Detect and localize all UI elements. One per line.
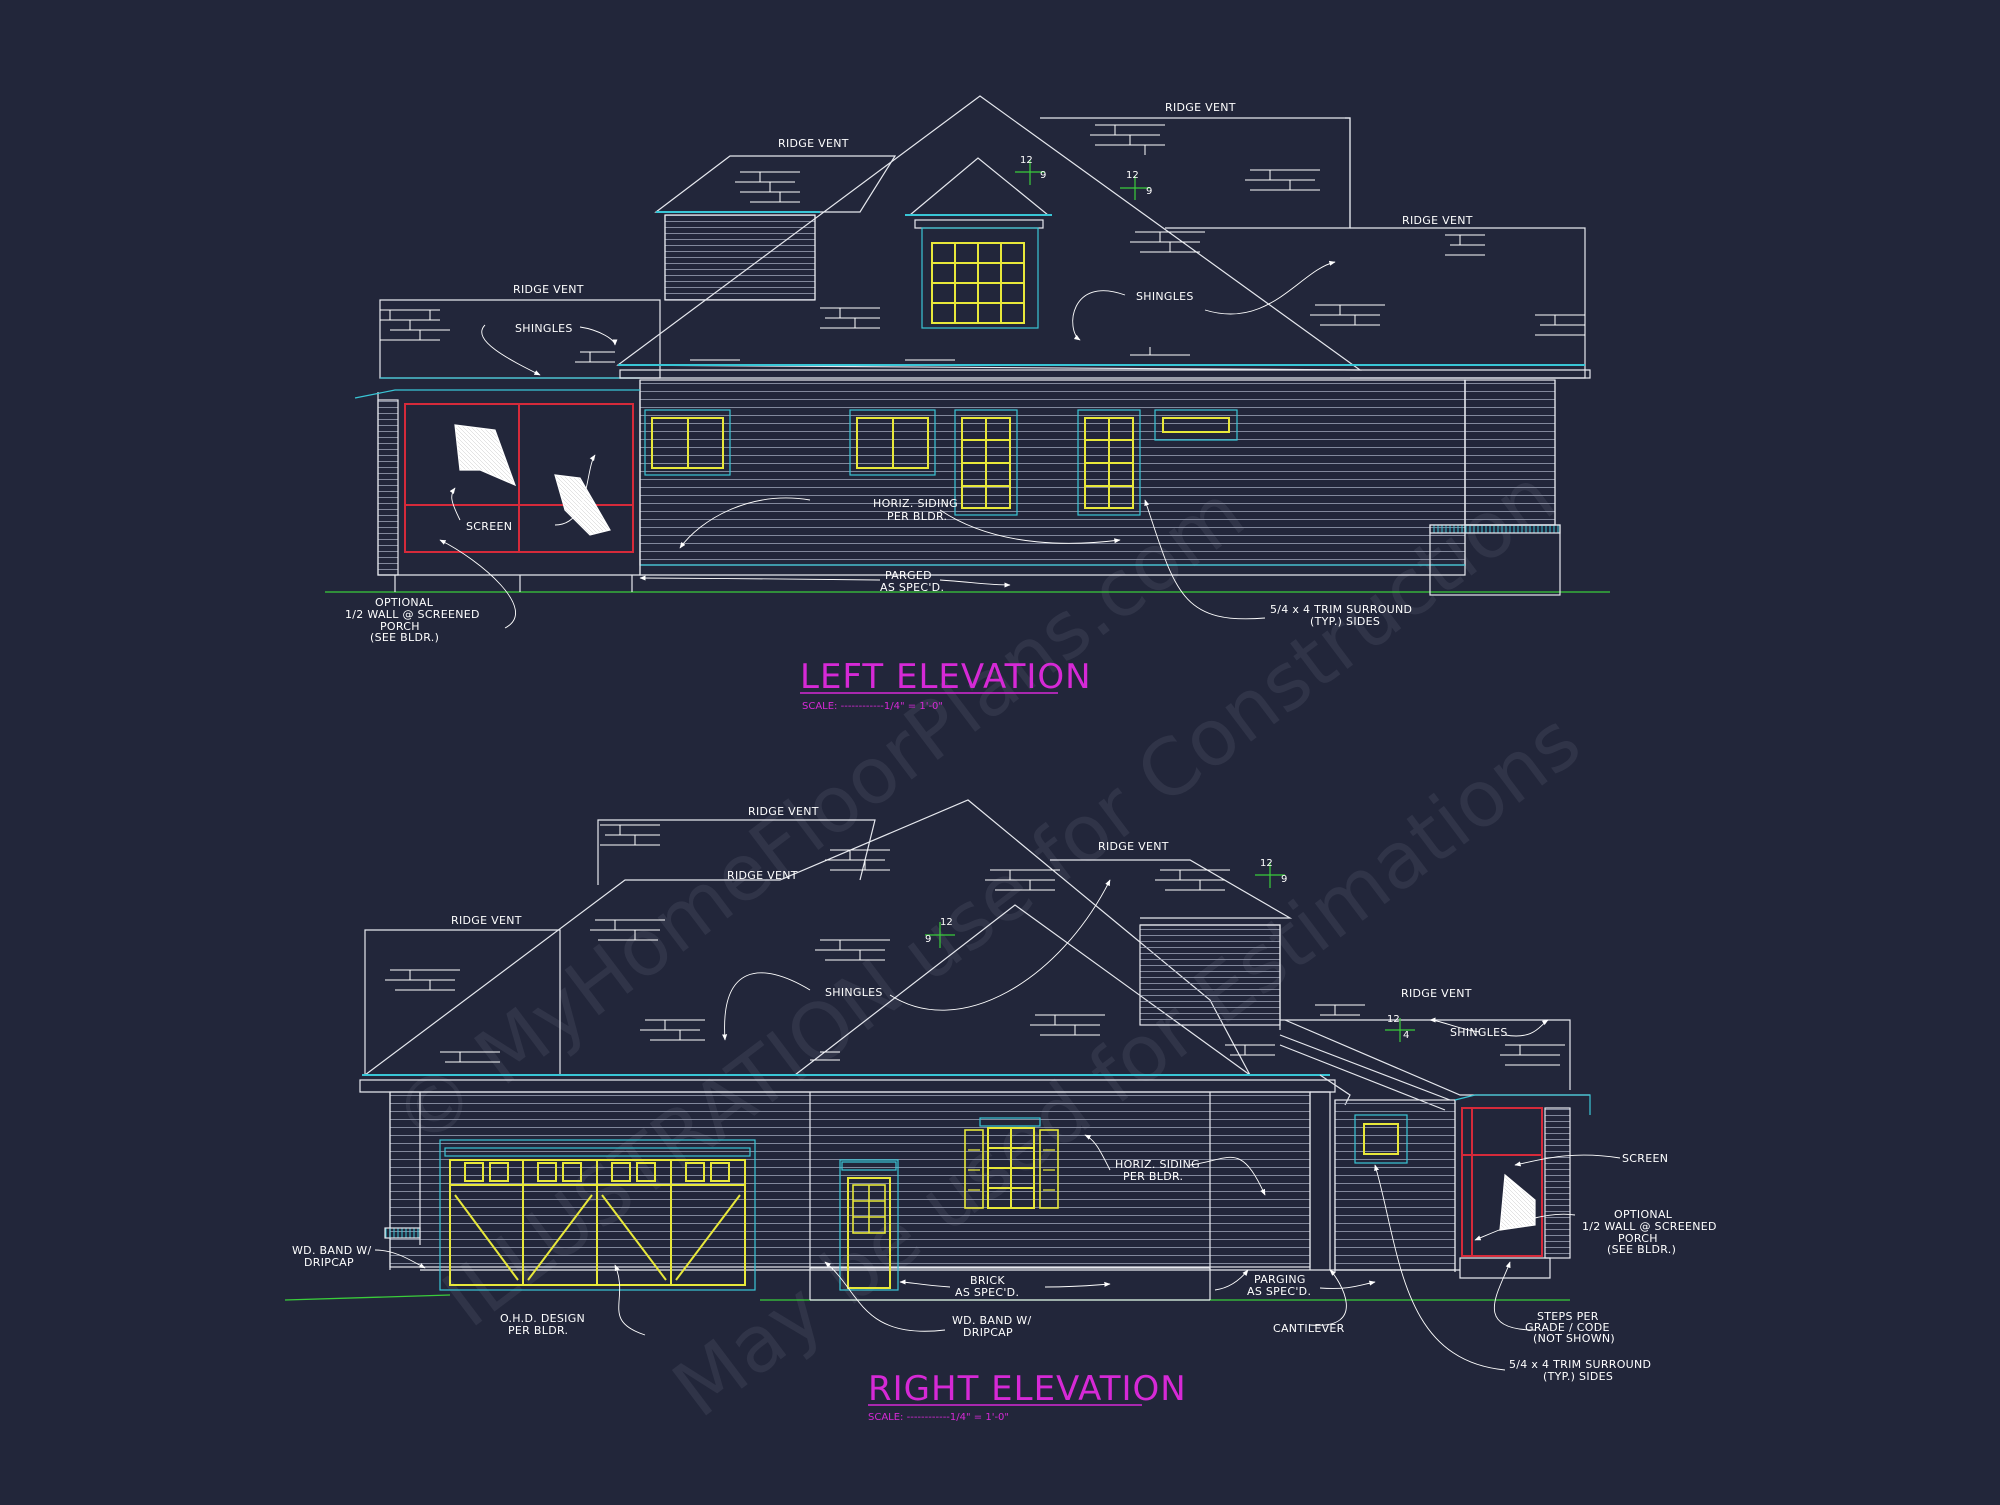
pitch-rise: 12: [1126, 170, 1139, 181]
note-parging: PARGING: [1254, 1273, 1306, 1286]
note-porch: 1/2 WALL @ SCREENED: [1582, 1220, 1717, 1233]
entry-door: [839, 1159, 899, 1291]
dormer-window: [931, 242, 1025, 324]
note-screen: SCREEN: [1622, 1152, 1668, 1165]
shuttered-window: [964, 1117, 1059, 1209]
note-porch: (SEE BLDR.): [370, 631, 439, 644]
note-shingles: SHINGLES: [1136, 290, 1194, 303]
note-steps: STEPS PER: [1537, 1310, 1599, 1323]
note-cantilever: CANTILEVER: [1273, 1322, 1345, 1335]
porch-roof: [379, 299, 661, 379]
note-ridge-vent: RIDGE VENT: [513, 283, 584, 296]
porch-roof-right: [1284, 1019, 1590, 1096]
left-elevation-scale: SCALE: ------------1/4" = 1'-0": [802, 701, 943, 712]
note-ridge-vent: RIDGE VENT: [727, 869, 798, 882]
note-trim: 5/4 x 4 TRIM SURROUND: [1509, 1358, 1651, 1371]
note-porch: OPTIONAL: [375, 596, 434, 609]
right-elevation-scale: SCALE: ------------1/4" = 1'-0": [868, 1412, 1009, 1423]
pitch-run: 9: [1146, 186, 1152, 197]
porch-frame: [377, 392, 641, 576]
right-wall-siding: [389, 1091, 1311, 1268]
note-steps: GRADE / CODE: [1525, 1321, 1610, 1334]
note-parged: PARGED: [885, 569, 932, 582]
note-ridge-vent: RIDGE VENT: [748, 805, 819, 818]
note-porch: PORCH: [1618, 1232, 1658, 1245]
note-siding: PER BLDR.: [1123, 1170, 1183, 1183]
note-ridge-vent: RIDGE VENT: [451, 914, 522, 927]
far-right-roof: [1350, 227, 1586, 379]
note-shingles: SHINGLES: [515, 322, 573, 335]
right-elevation-notes: RIDGE VENT RIDGE VENT RIDGE VENT RIDGE V…: [292, 805, 1717, 1423]
note-band: WD. BAND W/: [292, 1244, 372, 1257]
note-shingles: SHINGLES: [1450, 1026, 1508, 1039]
note-band: DRIPCAP: [963, 1326, 1013, 1339]
note-porch: PORCH: [380, 620, 420, 633]
note-porch: OPTIONAL: [1614, 1208, 1673, 1221]
note-parging: AS SPEC'D.: [1247, 1285, 1311, 1298]
right-elevation-title: RIGHT ELEVATION: [868, 1369, 1187, 1409]
note-trim: (TYP.) SIDES: [1543, 1370, 1613, 1383]
note-parged: AS SPEC'D.: [880, 581, 944, 594]
note-band: WD. BAND W/: [952, 1314, 1032, 1327]
dormer-gable: [908, 157, 1050, 216]
note-siding: HORIZ. SIDING: [873, 497, 958, 510]
pitch-run: 4: [1403, 1030, 1409, 1041]
note-trim: 5/4 x 4 TRIM SURROUND: [1270, 603, 1412, 616]
pitch-run: 9: [925, 934, 931, 945]
note-ridge-vent: RIDGE VENT: [1402, 214, 1473, 227]
note-porch: 1/2 WALL @ SCREENED: [345, 608, 480, 621]
window-group-left: [644, 409, 1238, 516]
note-porch: (SEE BLDR.): [1607, 1243, 1676, 1256]
leaders-right: [374, 879, 1621, 1371]
note-ohd: O.H.D. DESIGN: [500, 1312, 585, 1325]
note-band: DRIPCAP: [304, 1256, 354, 1269]
note-ohd: PER BLDR.: [508, 1324, 568, 1337]
note-brick: BRICK: [970, 1274, 1005, 1287]
note-ridge-vent: RIDGE VENT: [1401, 987, 1472, 1000]
shingle-symbols-right: [385, 824, 1565, 1066]
note-shingles: SHINGLES: [825, 986, 883, 999]
note-ridge-vent: RIDGE VENT: [1165, 101, 1236, 114]
pitch-run: 9: [1040, 170, 1046, 181]
garage-door: [439, 1139, 756, 1291]
pitch-run: 9: [1281, 874, 1287, 885]
pitch-rise: 12: [940, 917, 953, 928]
note-trim: (TYP.) SIDES: [1310, 615, 1380, 628]
left-elevation-title: LEFT ELEVATION: [800, 657, 1092, 697]
right-upper-roof: [1050, 859, 1293, 919]
right-elevation: [284, 799, 1621, 1371]
upper-left-gable: [654, 155, 897, 213]
pitch-rise: 12: [1260, 858, 1273, 869]
note-ridge-vent: RIDGE VENT: [778, 137, 849, 150]
porch-screen-right: [1461, 1107, 1543, 1257]
note-siding: HORIZ. SIDING: [1115, 1158, 1200, 1171]
left-elevation-notes: RIDGE VENT RIDGE VENT RIDGE VENT RIDGE V…: [345, 101, 1473, 712]
note-brick: AS SPEC'D.: [955, 1286, 1019, 1299]
pitch-rise: 12: [1387, 1014, 1400, 1025]
main-wall-siding: [639, 379, 1466, 566]
pitch-rise: 12: [1020, 155, 1033, 166]
left-low-roof: [364, 929, 561, 1075]
note-screen: SCREEN: [466, 520, 512, 533]
note-siding: PER BLDR.: [887, 510, 947, 523]
note-steps: (NOT SHOWN): [1533, 1332, 1615, 1345]
main-roof: [616, 95, 1362, 371]
note-ridge-vent: RIDGE VENT: [1098, 840, 1169, 853]
shingle-symbols-left: [380, 124, 1585, 363]
leaders-left: [439, 260, 1336, 629]
left-elevation: [325, 95, 1610, 629]
